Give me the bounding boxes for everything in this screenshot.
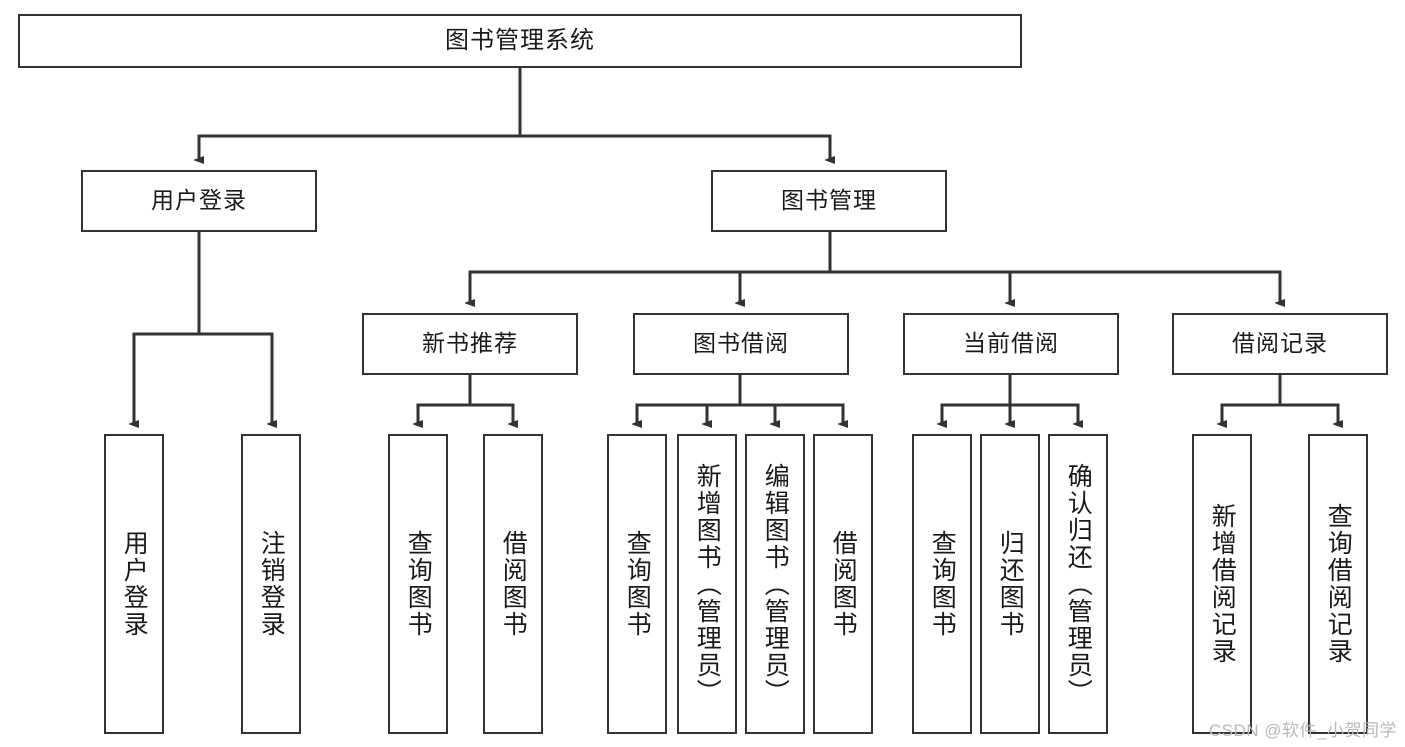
leaf-label: 注销登录 [257, 530, 286, 638]
leaf-label: 新增借阅记录 [1208, 503, 1237, 665]
node-new-book-recommend[interactable]: 新书推荐 [362, 313, 578, 375]
leaf-new-book-query[interactable]: 查询图书 [388, 434, 448, 734]
leaf-label: 用户登录 [120, 530, 149, 638]
leaf-book-borrow-add[interactable]: 新增图书（管理员） [677, 434, 737, 734]
leaf-book-borrow-query[interactable]: 查询图书 [607, 434, 667, 734]
leaf-book-borrow-borrow[interactable]: 借阅图书 [813, 434, 873, 734]
node-borrow-record[interactable]: 借阅记录 [1172, 313, 1388, 375]
leaf-current-borrow-query[interactable]: 查询图书 [912, 434, 972, 734]
leaf-label: 查询借阅记录 [1324, 503, 1353, 665]
leaf-current-borrow-confirm[interactable]: 确认归还（管理员） [1048, 434, 1108, 734]
leaf-borrow-record-add[interactable]: 新增借阅记录 [1192, 434, 1252, 734]
node-user-login[interactable]: 用户登录 [81, 170, 317, 232]
leaf-label: 查询图书 [404, 530, 433, 638]
leaf-label: 查询图书 [928, 530, 957, 638]
leaf-borrow-record-query[interactable]: 查询借阅记录 [1308, 434, 1368, 734]
node-book-management[interactable]: 图书管理 [711, 170, 947, 232]
leaf-label: 借阅图书 [829, 530, 858, 638]
node-book-borrow[interactable]: 图书借阅 [633, 313, 849, 375]
leaf-label: 查询图书 [623, 530, 652, 638]
leaf-book-borrow-edit[interactable]: 编辑图书（管理员） [745, 434, 805, 734]
node-current-borrow[interactable]: 当前借阅 [903, 313, 1119, 375]
leaf-label: 新增图书（管理员） [693, 462, 722, 706]
leaf-new-book-borrow[interactable]: 借阅图书 [483, 434, 543, 734]
leaf-current-borrow-return[interactable]: 归还图书 [980, 434, 1040, 734]
watermark-text: CSDN @软件_小贺同学 [1208, 721, 1397, 740]
leaf-label: 编辑图书（管理员） [761, 462, 790, 706]
leaf-user-login-login[interactable]: 用户登录 [104, 434, 164, 734]
leaf-label: 借阅图书 [499, 530, 528, 638]
leaf-label: 归还图书 [996, 530, 1025, 638]
node-root-system[interactable]: 图书管理系统 [18, 14, 1022, 68]
leaf-user-login-logout[interactable]: 注销登录 [241, 434, 301, 734]
leaf-label: 确认归还（管理员） [1064, 462, 1093, 706]
